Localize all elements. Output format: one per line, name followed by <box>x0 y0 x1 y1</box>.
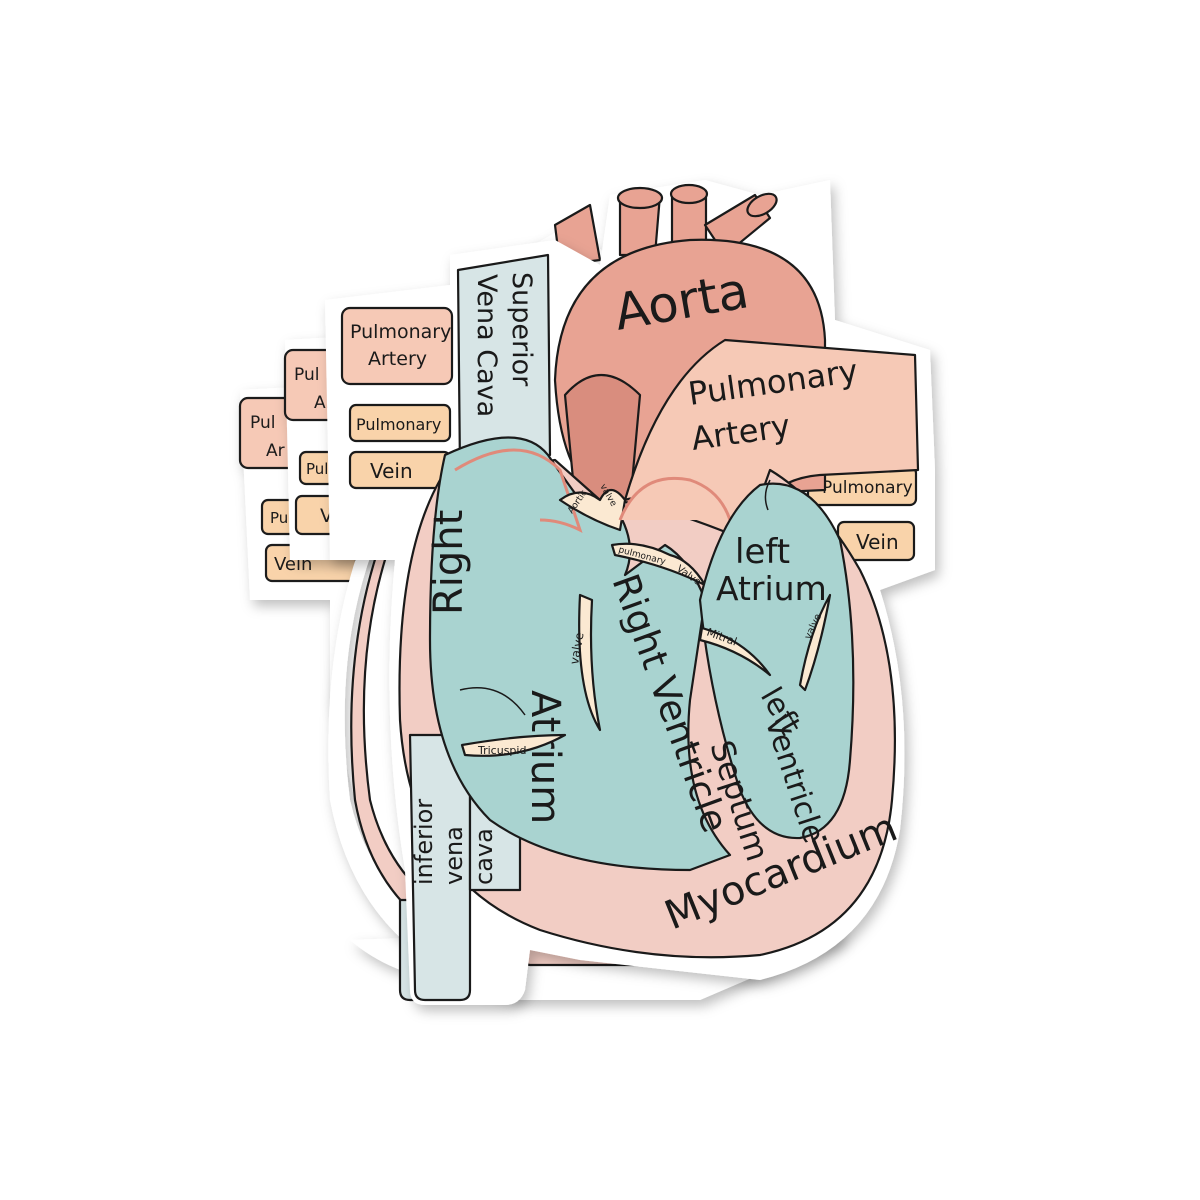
pulmonary-artery-left-tube: Pulmonary Artery <box>340 306 454 386</box>
label-pulmonary-vein-left-1: Pulmonary <box>356 415 441 434</box>
back-label-pu: Pu <box>270 509 288 527</box>
label-pulmonary-artery-left-2: Artery <box>368 348 427 370</box>
label-pulmonary-vein-left-2: Vein <box>370 459 413 483</box>
label-valve-tricuspid: valve <box>567 631 586 665</box>
superior-vena-cava: Superior Vena Cava <box>456 253 552 472</box>
label-inferior-vena-cava-3: cava <box>470 828 498 885</box>
label-inferior-vena-cava-2: vena <box>440 826 468 885</box>
pulmonary-valve: pulmonary Valve <box>610 476 732 588</box>
pulmonary-vein-left-tubes: Pulmonary Vein <box>348 403 452 490</box>
label-superior-vena-cava-1: Superior <box>506 272 537 387</box>
label-tricuspid: Tricuspid <box>477 744 526 757</box>
label-inferior-vena-cava-1: inferior <box>410 799 438 885</box>
back-label-pulmonary-a: Pul <box>250 413 275 433</box>
back-label-pulmonary-b: Pul <box>294 365 319 385</box>
label-pulmonary-vein-right-2: Vein <box>856 530 899 554</box>
label-right-atrium-2: Atrium <box>522 690 568 824</box>
pulmonary-artery-main: Pulmonary Artery <box>623 338 920 542</box>
back-label-artery-a: Ar <box>266 441 285 461</box>
label-left-atrium-1: left <box>735 532 790 572</box>
back-label-pul-c: Pul <box>306 460 328 478</box>
left-chambers: left Atrium left Ventricle Mitral valve <box>698 479 855 847</box>
label-pulmonary-vein-right-1: Pulmonary <box>822 478 913 498</box>
label-left-atrium-2: Atrium <box>716 569 827 608</box>
front-sticker: Pulmonary Artery Pulmonary Vein Pulmonar… <box>325 180 935 1005</box>
label-superior-vena-cava-2: Vena Cava <box>471 274 502 417</box>
aortic-valve: Aortic valve <box>558 483 627 532</box>
label-right-atrium-1: Right <box>426 510 472 615</box>
label-pulmonary-artery-left-1: Pulmonary <box>350 321 451 343</box>
pulmonary-vein-right-tubes: Pulmonary Vein <box>806 465 918 562</box>
